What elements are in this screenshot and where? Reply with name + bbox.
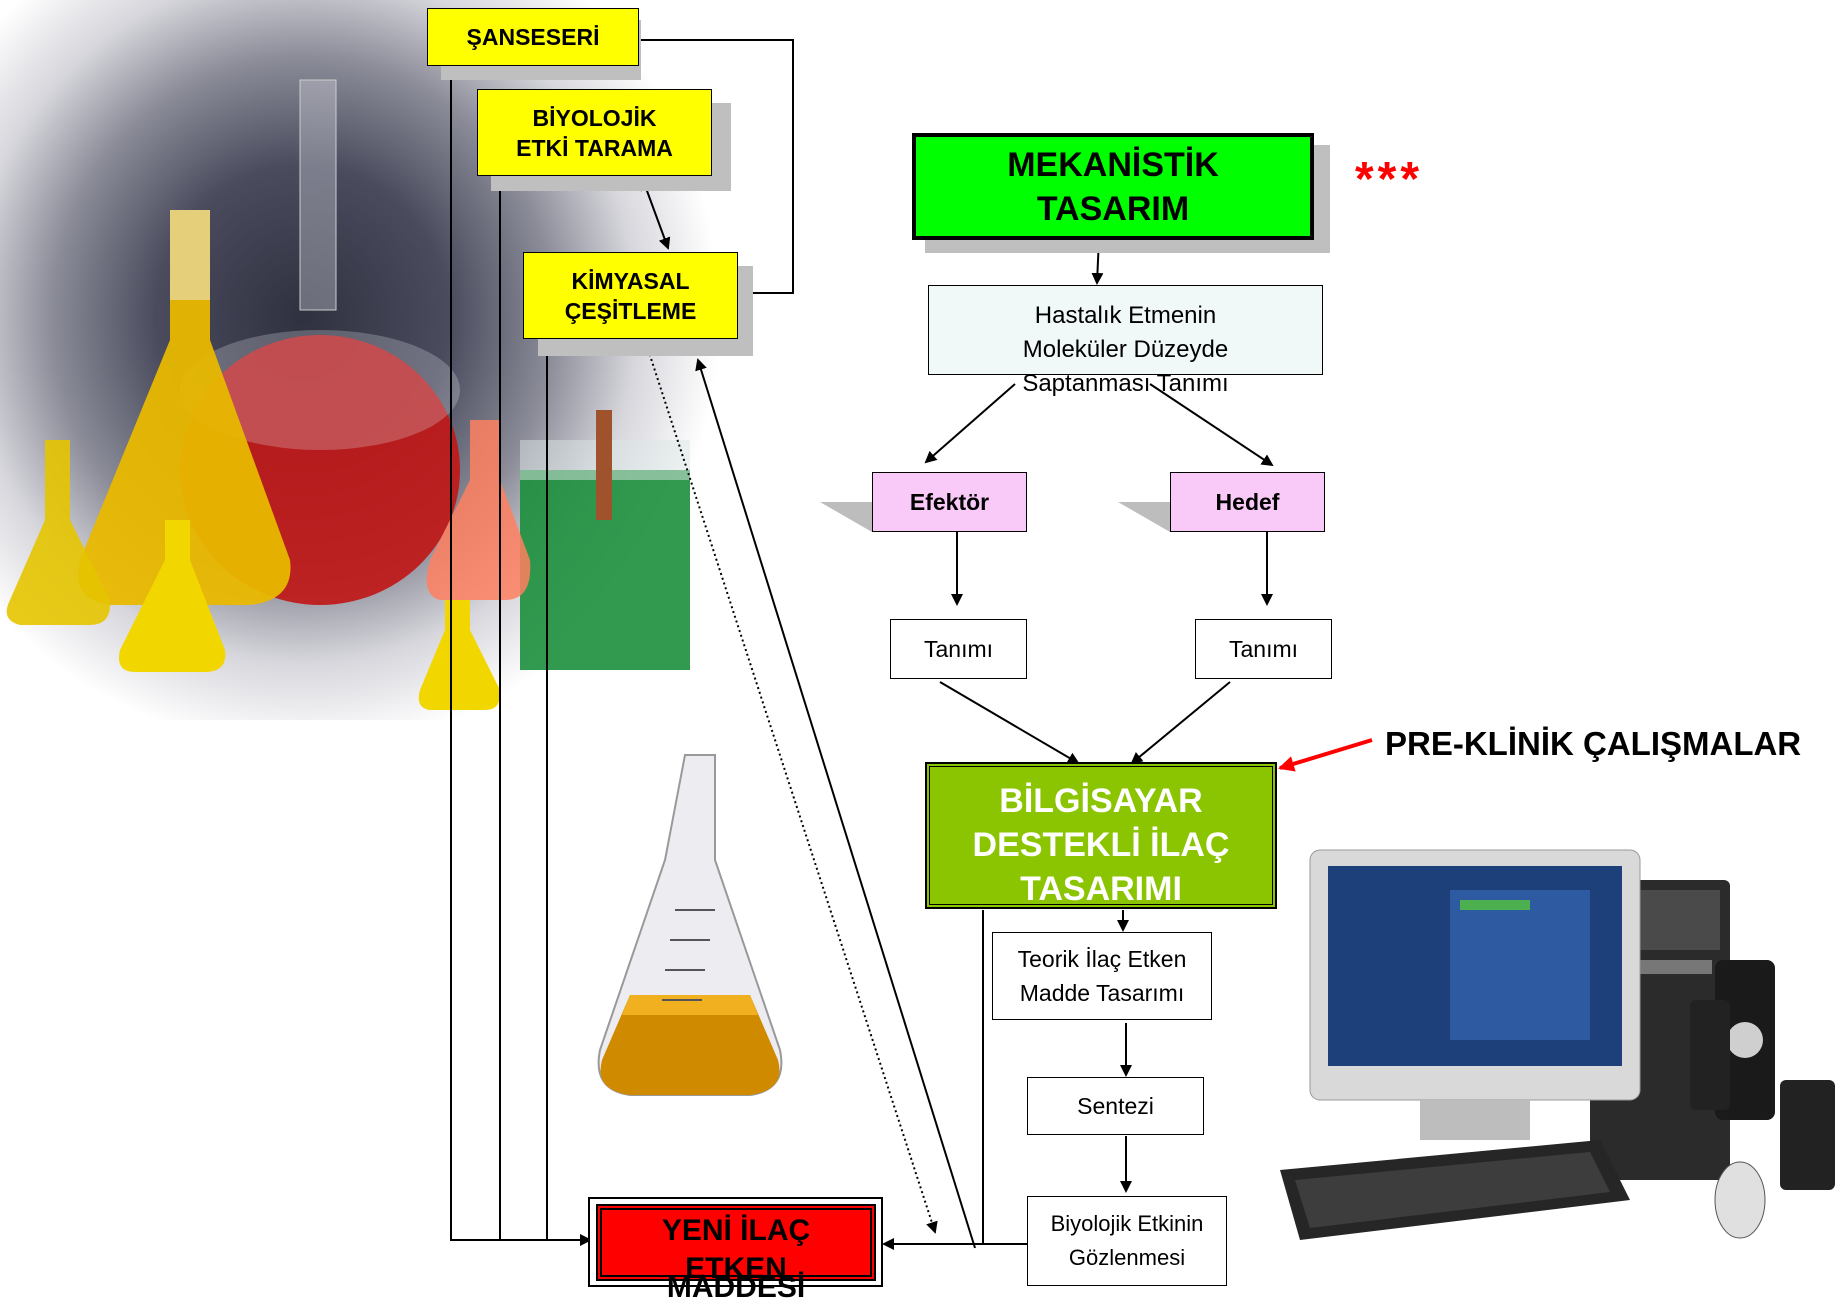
kimyasal-cesitleme-box: KİMYASAL ÇEŞİTLEME — [523, 252, 738, 339]
yeni-ilac-etken-box: YENİ İLAÇ ETKEN — [596, 1204, 876, 1285]
erlenmeyer-flask-photo — [590, 750, 790, 1110]
yeni-line3: MADDESİ — [666, 1271, 806, 1304]
kimyasal-line2: ÇEŞİTLEME — [564, 297, 697, 324]
biyolojik-etkinin-box: Biyolojik Etkinin Gözlenmesi — [1027, 1196, 1227, 1286]
stars-mark: *** — [1355, 153, 1424, 206]
sanseseri-label: ŞANSESERİ — [466, 24, 600, 50]
hedef-box: Hedef — [1170, 472, 1325, 532]
kimyasal-line1: KİMYASAL — [571, 267, 690, 294]
biyolojik-line2: ETKİ TARAMA — [516, 134, 673, 161]
efektor-box: Efektör — [872, 472, 1027, 532]
biyolojik-etki-line2: Gözlenmesi — [1068, 1245, 1186, 1270]
sentezi-box: Sentezi — [1027, 1077, 1204, 1135]
bilgisayar-line2: DESTEKLİ İLAÇ — [972, 826, 1230, 864]
efektor-label: Efektör — [909, 488, 990, 515]
tanimi-left-label: Tanımı — [923, 636, 994, 662]
sanseseri-box: ŞANSESERİ — [427, 8, 639, 66]
tanimi-right-label: Tanımı — [1228, 636, 1299, 662]
bilgisayar-line3: TASARIMI — [1020, 870, 1182, 908]
hastalik-etmeni-box: Hastalık Etmenin Moleküler Düzeyde — [928, 285, 1323, 375]
mekanistik-tasarim-box: MEKANİSTİK TASARIM — [912, 133, 1314, 240]
mekanistik-line2: TASARIM — [1036, 189, 1190, 228]
tanimi-right-box: Tanımı — [1195, 619, 1332, 679]
biyolojik-line1: BİYOLOJİK — [532, 104, 657, 131]
mekanistik-line1: MEKANİSTİK — [1007, 145, 1219, 184]
biyolojik-etki-tarama-box: BİYOLOJİK ETKİ TARAMA — [477, 89, 712, 176]
pre-klinik-label: PRE-KLİNİK ÇALIŞMALAR — [1385, 725, 1802, 762]
teorik-line1: Teorik İlaç Etken — [1017, 946, 1187, 972]
hastalik-line3: Saptanması Tanımı — [1022, 370, 1229, 397]
tanimi-left-box: Tanımı — [890, 619, 1027, 679]
hastalik-line2: Moleküler Düzeyde — [1022, 336, 1229, 363]
yeni-line2: ETKEN — [685, 1252, 787, 1285]
flasks-illustration — [6, 79, 690, 710]
biyolojik-etki-line1: Biyolojik Etkinin — [1050, 1211, 1204, 1236]
bilgisayar-line1: BİLGİSAYAR — [999, 782, 1203, 820]
desktop-computer-photo — [1270, 840, 1841, 1290]
hastalik-line1: Hastalık Etmenin — [1034, 302, 1217, 329]
hedef-label: Hedef — [1215, 488, 1280, 515]
yeni-line1: YENİ İLAÇ — [661, 1214, 811, 1247]
sentezi-label: Sentezi — [1077, 1093, 1154, 1119]
teorik-ilac-box: Teorik İlaç Etken Madde Tasarımı — [992, 932, 1212, 1020]
teorik-line2: Madde Tasarımı — [1019, 980, 1185, 1006]
bilgisayar-destekli-box: BİLGİSAYAR DESTEKLİ İLAÇ TASARIMI — [925, 762, 1277, 909]
